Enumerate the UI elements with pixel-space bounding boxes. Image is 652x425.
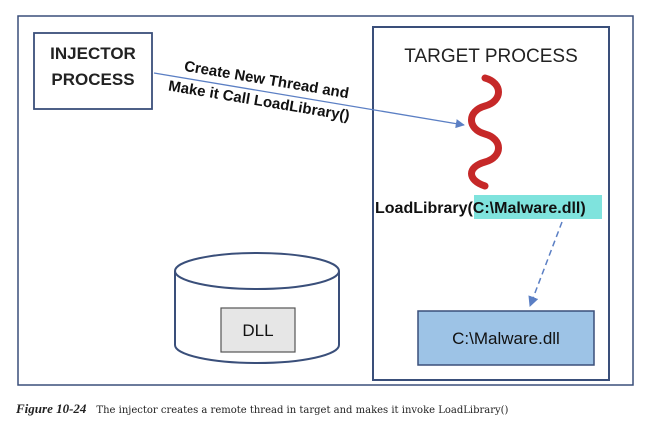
loadlibrary-prefix: LoadLibrary( bbox=[375, 200, 473, 217]
thread-squiggle-icon bbox=[468, 74, 502, 190]
loaded-module-label: C:\Malware.dll bbox=[452, 329, 560, 348]
loaded-module-box: C:\Malware.dll bbox=[417, 310, 595, 366]
load-dll-arrow bbox=[528, 221, 563, 307]
loadlibrary-argument: C:\Malware.dll bbox=[473, 200, 581, 217]
create-thread-arrow bbox=[153, 72, 465, 129]
malware-path-highlight bbox=[474, 195, 602, 219]
svg-text:LoadLibrary(C:\Malware.dll): LoadLibrary(C:\Malware.dll) bbox=[375, 200, 586, 217]
caption-text: The injector creates a remote thread in … bbox=[96, 405, 509, 416]
loadlibrary-call: LoadLibrary(C:\Malware.dll) bbox=[375, 195, 602, 219]
dll-label: DLL bbox=[242, 321, 273, 340]
figure-caption: Figure 10-24 The injector creates a remot… bbox=[16, 401, 636, 421]
dll-storage-cylinder: DLL bbox=[174, 252, 340, 364]
injector-process-label-line2: PROCESS bbox=[51, 70, 134, 89]
target-process-title: TARGET PROCESS bbox=[404, 46, 578, 67]
figure-label: Figure 10-24 bbox=[16, 401, 87, 416]
injector-process-box: INJECTOR PROCESS bbox=[33, 32, 153, 110]
loadlibrary-suffix: ) bbox=[580, 200, 585, 217]
injection-diagram: INJECTOR PROCESS TARGET PROCESS Create N… bbox=[17, 15, 634, 386]
injector-process-label-line1: INJECTOR bbox=[50, 44, 136, 63]
